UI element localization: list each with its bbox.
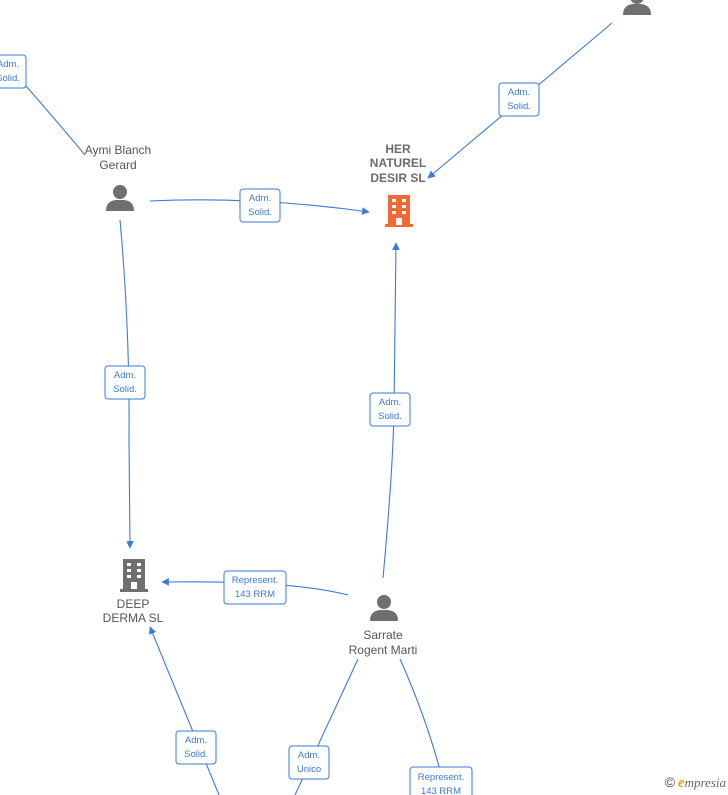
edge-label-aymi-her[interactable]: Adm. Solid. xyxy=(239,188,281,223)
building-icon xyxy=(120,559,148,592)
edge-label-line1: Adm. xyxy=(185,735,207,746)
brand-initial: e xyxy=(677,775,685,791)
person-icon xyxy=(623,0,651,15)
node-label-line1: DEEP xyxy=(117,597,150,611)
edge-label-line1: Adm. xyxy=(0,59,19,70)
node-label-line2: NATUREL xyxy=(370,156,426,170)
edge-label-line2: 143 RRM xyxy=(235,589,275,600)
brand-name: mpresia xyxy=(684,775,726,790)
edge-labels: Adm. Solid. Adm. Solid. Adm. Solid. Adm.… xyxy=(0,54,540,795)
node-label-line2: Rogent Marti xyxy=(349,643,418,657)
node-top-right-person[interactable] xyxy=(623,0,651,15)
edge-label-sarrate-deep[interactable]: Represent. 143 RRM xyxy=(223,570,287,605)
node-label-line2: Gerard xyxy=(99,158,136,172)
edge-label-bottom-deep[interactable]: Adm. Solid. xyxy=(175,730,217,765)
person-icon xyxy=(370,595,398,621)
edge-label-aymi-deep[interactable]: Adm. Solid. xyxy=(104,365,146,400)
copyright-symbol: © xyxy=(664,774,675,790)
edge-label-line1: Adm. xyxy=(508,87,530,98)
edge-label-left-cut[interactable]: Adm. Solid. xyxy=(0,54,27,89)
edge-label-line2: 143 RRM xyxy=(421,786,461,795)
edge-label-line2: Solid. xyxy=(378,411,402,422)
edge-label-sarrate-her[interactable]: Adm. Solid. xyxy=(369,392,411,427)
node-her-naturel-desir-sl[interactable]: HER NATUREL DESIR SL xyxy=(370,142,426,227)
edge-sarrate-bottom-b-line xyxy=(399,658,441,771)
edge-bottom-deep-line xyxy=(149,626,220,795)
edge-label-line1: Adm. xyxy=(114,370,136,381)
node-label-line1: Aymi Blanch xyxy=(85,143,151,157)
edge-label-line2: Solid. xyxy=(248,207,272,218)
edge-label-line1: Represent. xyxy=(418,772,464,783)
node-label-line2: DERMA SL xyxy=(103,611,164,625)
node-sarrate-rogent-marti[interactable]: Sarrate Rogent Marti xyxy=(349,595,418,657)
edge-label-line1: Adm. xyxy=(249,193,271,204)
edge-label-line2: Solid. xyxy=(0,73,20,84)
edge-label-sarrate-bottom-b[interactable]: Represent. 143 RRM xyxy=(409,766,473,795)
edge-label-line1: Adm. xyxy=(298,750,320,761)
edge-left-cut-line xyxy=(25,85,86,156)
edge-label-line1: Adm. xyxy=(379,397,401,408)
node-label-line1: Sarrate xyxy=(363,628,403,642)
node-label-line1: HER xyxy=(385,142,411,156)
person-icon xyxy=(106,185,134,211)
building-icon xyxy=(385,195,413,227)
empresia-watermark: ©empresia xyxy=(665,774,726,792)
node-deep-derma-sl[interactable]: DEEP DERMA SL xyxy=(103,559,164,625)
edge-label-line2: Solid. xyxy=(113,384,137,395)
edge-label-topright-her[interactable]: Adm. Solid. xyxy=(498,82,540,117)
edge-label-sarrate-bottom-a[interactable]: Adm. Unico xyxy=(288,745,330,780)
edge-label-line2: Solid. xyxy=(184,749,208,760)
edge-label-line2: Solid. xyxy=(507,101,531,112)
node-aymi-blanch-gerard[interactable]: Aymi Blanch Gerard xyxy=(85,143,151,211)
edge-label-line1: Represent. xyxy=(232,575,278,586)
edge-label-line2: Unico xyxy=(297,764,321,775)
node-label-line3: DESIR SL xyxy=(370,171,425,185)
edge-aymi-deep-line xyxy=(119,219,134,549)
edges xyxy=(25,22,613,795)
